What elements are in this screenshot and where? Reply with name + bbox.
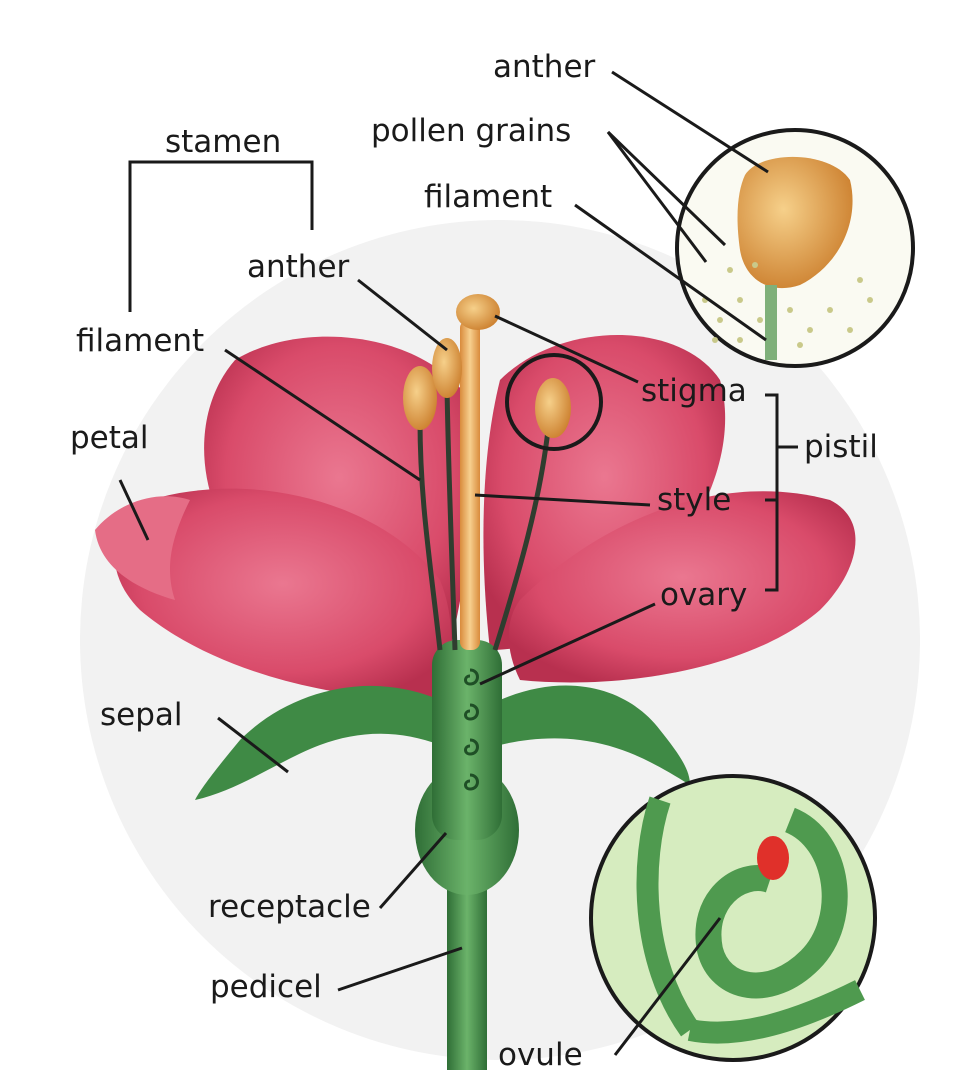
anther-middle — [432, 338, 462, 398]
label-pistil: pistil — [804, 432, 878, 463]
label-anther-inset: anther — [493, 52, 595, 83]
label-style: style — [657, 485, 731, 516]
label-filament: filament — [76, 326, 204, 357]
anther-inset — [677, 130, 913, 366]
label-stamen: stamen — [165, 127, 281, 158]
label-stigma: stigma — [641, 376, 747, 407]
anther-left — [403, 366, 437, 430]
label-ovule: ovule — [498, 1040, 583, 1071]
label-pollen-grains: pollen grains — [371, 116, 571, 147]
ovule-inset — [591, 776, 875, 1060]
stigma-shape — [456, 294, 500, 330]
label-ovary: ovary — [660, 580, 747, 611]
label-petal: petal — [70, 423, 149, 454]
label-sepal: sepal — [100, 700, 183, 731]
anther-right — [535, 378, 571, 438]
label-anther: anther — [247, 252, 349, 283]
style-shape — [460, 320, 480, 650]
label-pedicel: pedicel — [210, 972, 322, 1003]
ovary-shape — [432, 640, 502, 840]
label-filament-inset: filament — [424, 182, 552, 213]
label-receptacle: receptacle — [208, 892, 371, 923]
pedicel-stem — [447, 880, 487, 1070]
